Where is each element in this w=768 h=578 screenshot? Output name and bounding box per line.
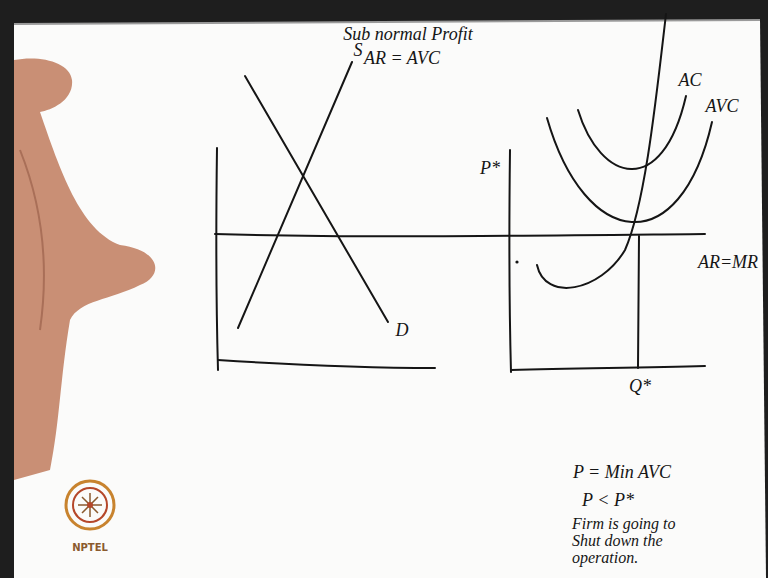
demand-curve (245, 76, 388, 322)
annotation-label: D (396, 320, 409, 341)
annotation-label: S (354, 40, 363, 61)
x-axis (218, 360, 435, 368)
annotation-label: AVC (705, 96, 738, 117)
supply-curve (238, 62, 352, 328)
hand-shade (20, 150, 44, 330)
nptel-logo (66, 481, 114, 529)
annotation-label: P < P* (582, 490, 634, 511)
annotation-label: P = Min AVC (573, 462, 671, 483)
y-axis (509, 150, 511, 372)
logo-ring (66, 481, 114, 529)
paper-edge (14, 20, 760, 24)
dot (515, 260, 518, 263)
annotation-label: AC (678, 70, 701, 91)
avc-curve (547, 118, 712, 222)
annotation-label: Q* (629, 376, 651, 397)
diagram-title: Sub normal Profit (343, 24, 472, 45)
y-axis (216, 148, 218, 370)
logo-ring (73, 488, 107, 522)
annotation-label: AR = AVC (364, 48, 440, 69)
x-axis (511, 366, 705, 370)
annotation-label: P* (480, 158, 500, 179)
mc-curve (537, 14, 666, 288)
presenter-hand (14, 58, 155, 480)
annotation-label: Firm is going to Shut down the operation… (572, 515, 690, 566)
quantity-line (638, 236, 639, 368)
ac-curve (578, 96, 686, 169)
paper-sheet (14, 20, 766, 578)
annotation-label: AR=MR (698, 252, 758, 273)
annotation-label: NPTEL (72, 542, 108, 554)
